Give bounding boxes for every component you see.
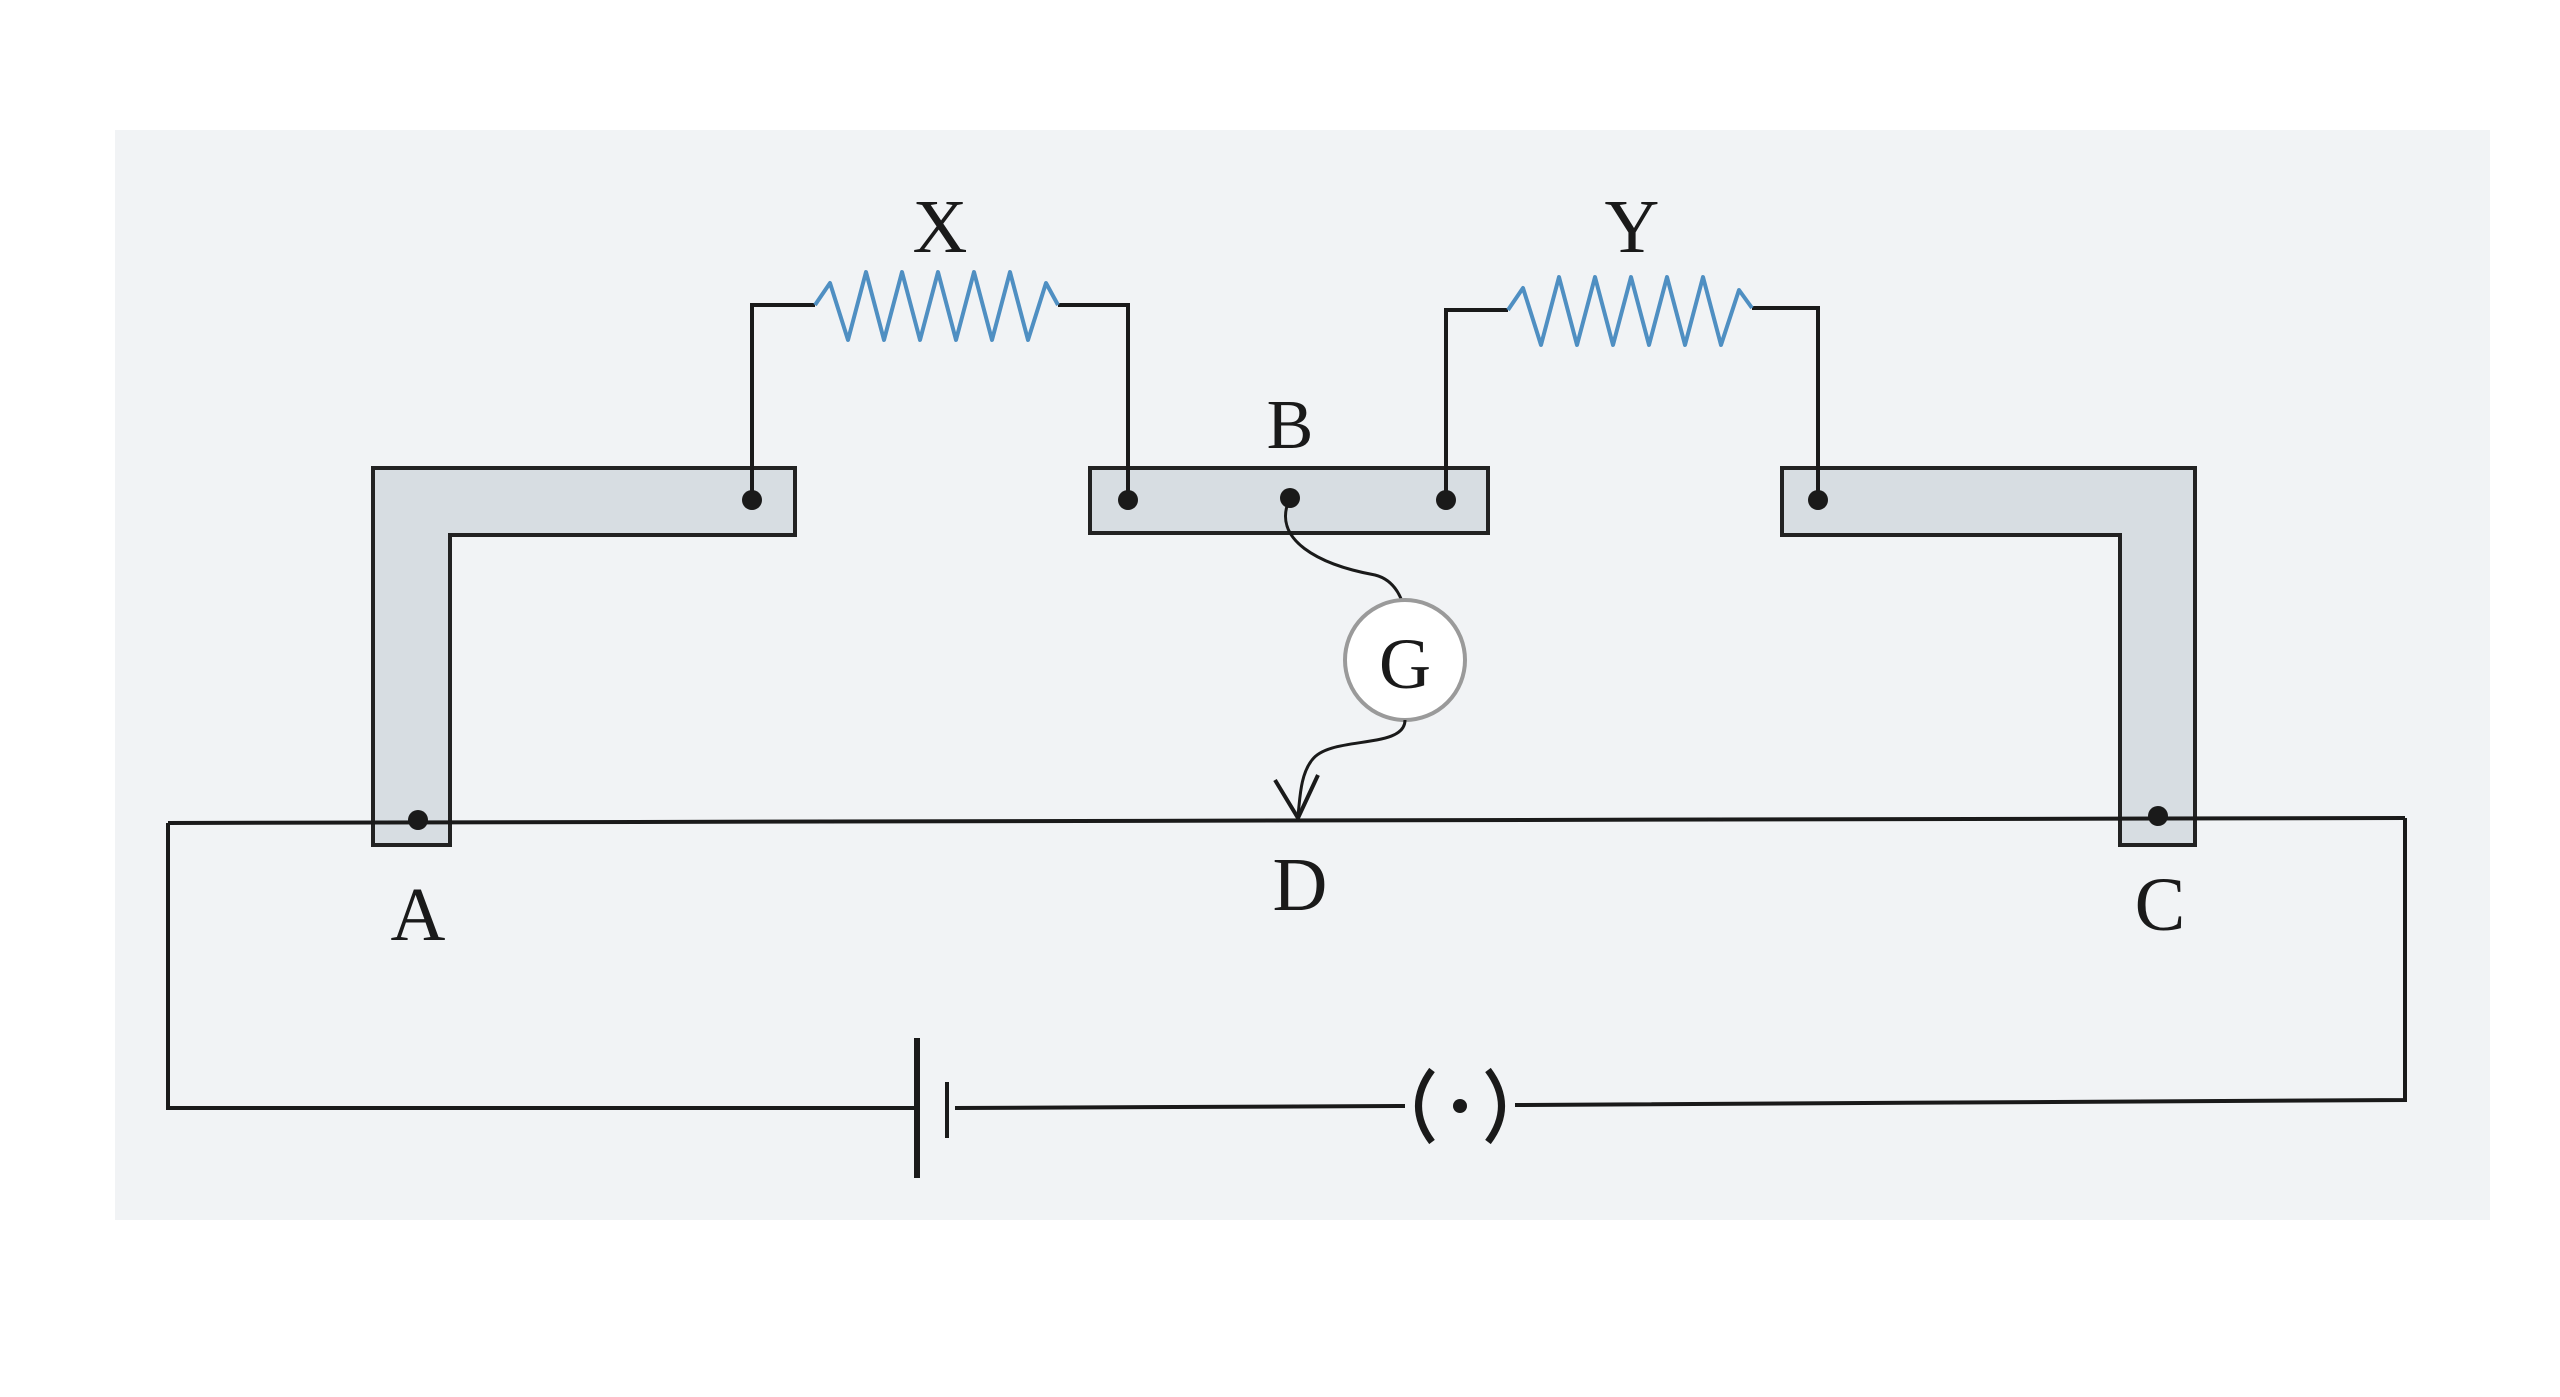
label-a: A [391,873,446,957]
plug-key-left-paren [1415,1067,1435,1145]
terminal-a [408,810,428,830]
bridge-wire [167,816,2406,825]
wire-x-right [1058,303,1130,500]
battery-loop-wire [166,818,2407,1110]
wire-y-left [1444,308,1508,500]
terminal-y-right [1808,490,1828,510]
wire-x-left [750,303,815,500]
terminal-x-left [742,490,762,510]
label-c: C [2135,863,2186,947]
plug-key-right-paren [1485,1067,1505,1145]
resistor-y [1506,275,1754,347]
label-x: X [913,185,968,269]
label-y: Y [1605,185,1660,269]
terminal-c [2148,806,2168,826]
jockey-arrow [1273,774,1320,823]
galvanometer-lead-top [1284,497,1407,621]
wire-y-right [1752,306,1820,500]
terminal-y-left [1436,490,1456,510]
resistor-x [813,270,1060,342]
cell [914,1038,949,1178]
jockey-lead [1296,719,1407,816]
terminal-b-galvanometer [1280,488,1300,508]
label-b: B [1267,387,1314,464]
plug-key [1415,1067,1505,1145]
label-g: G [1379,624,1431,704]
paper-background [115,130,2490,1220]
terminal-x-right [1118,490,1138,510]
plug-key-dot [1453,1099,1467,1113]
label-d: D [1273,843,1328,927]
